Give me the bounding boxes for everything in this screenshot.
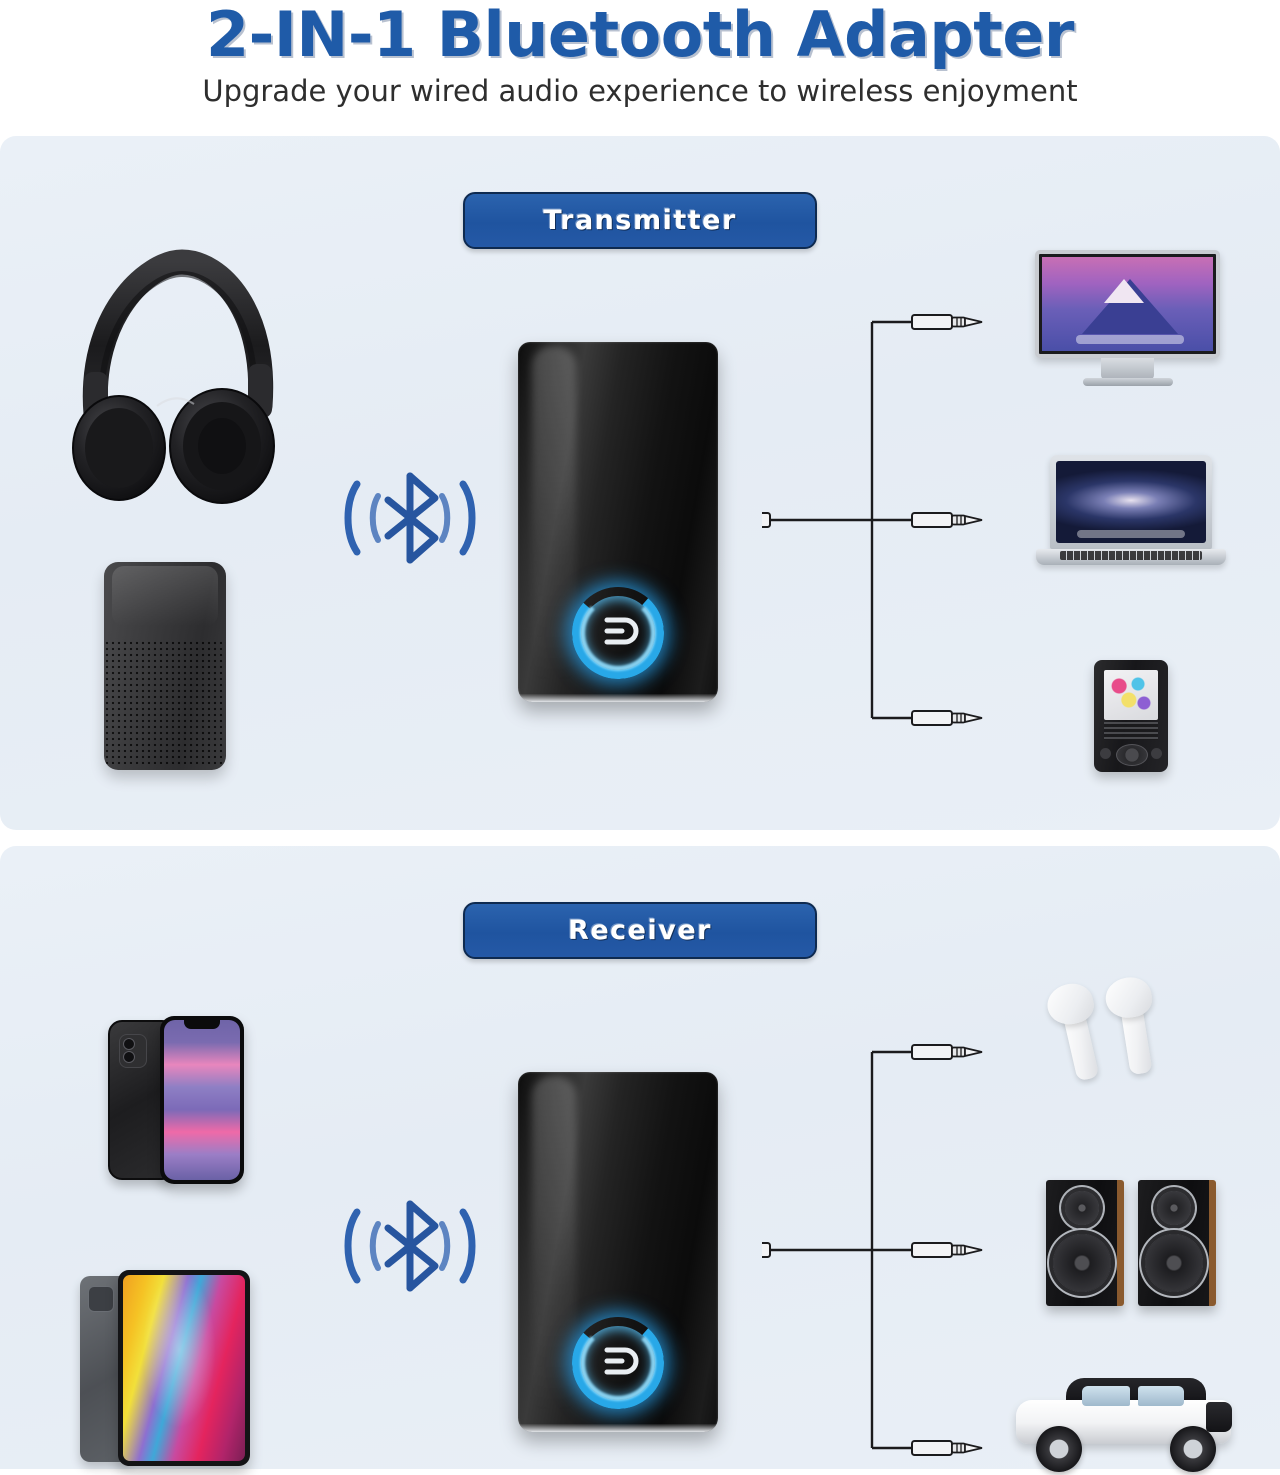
monitor-wallpaper: [1042, 257, 1213, 351]
car-rear-wheel: [1170, 1426, 1216, 1472]
power-ring-inner: [580, 595, 656, 671]
laptop-dock: [1077, 530, 1185, 538]
bluetooth-adapter-device: [518, 342, 718, 702]
page-subtitle: Upgrade your wired audio experience to w…: [202, 74, 1078, 108]
aux-cable-3.5mm: [699, 300, 1002, 740]
wallpaper-snowcap: [1104, 279, 1144, 303]
monitor-dock: [1076, 335, 1184, 344]
airpod-right: [1102, 974, 1155, 1076]
header: 2-IN-1 Bluetooth Adapter Upgrade your wi…: [0, 0, 1280, 132]
iphone-screen: [164, 1020, 240, 1180]
mp3-player-icon: [1094, 660, 1168, 772]
speaker-right: [1138, 1180, 1216, 1306]
receiver-badge: Receiver: [463, 902, 817, 959]
ipad-screen: [123, 1275, 245, 1461]
car-icon: [1010, 1374, 1242, 1472]
power-glyph-icon: [604, 1347, 639, 1375]
monitor-screen: [1035, 250, 1220, 358]
laptop-icon: [1036, 455, 1226, 580]
device-gloss: [532, 346, 576, 685]
airpod-right-bud: [1102, 974, 1155, 1021]
ipad-front: [118, 1270, 250, 1466]
aux-cable-3.5mm: [699, 1030, 1002, 1475]
speaker-gloss: [112, 566, 218, 626]
speaker-woofer: [1052, 1234, 1111, 1292]
laptop-screen: [1056, 461, 1206, 543]
mp3-button-left: [1100, 748, 1111, 759]
transmitter-badge-label: Transmitter: [543, 205, 737, 236]
speaker-left: [1046, 1180, 1124, 1306]
audio-jack-icon: [699, 314, 983, 726]
airpod-left-bud: [1043, 979, 1098, 1029]
monitor-stand-neck: [1101, 358, 1154, 380]
receiver-section: Receiver: [0, 846, 1280, 1472]
ipad-icon: [80, 1270, 250, 1466]
power-ring-inner: [580, 1325, 656, 1401]
car-tail: [1206, 1402, 1232, 1432]
receiver-badge-label: Receiver: [568, 915, 712, 946]
mp3-screen: [1104, 670, 1158, 720]
iphone-notch: [184, 1020, 220, 1029]
car-front-window: [1082, 1386, 1130, 1406]
speakers-pair-icon: [1046, 1180, 1218, 1306]
speaker-icon: [104, 562, 226, 770]
headphones-icon: [62, 246, 292, 508]
transmitter-section: Transmitter: [0, 136, 1280, 830]
speaker-tweeter: [1064, 1191, 1099, 1225]
power-ring-icon: [568, 1313, 668, 1413]
bluetooth-adapter-device: [518, 1072, 718, 1432]
transmitter-badge: Transmitter: [463, 192, 817, 249]
mp3-track-info: [1104, 722, 1158, 740]
iphone-front: [160, 1016, 244, 1184]
power-ring-icon: [568, 583, 668, 683]
car-rear-window: [1138, 1386, 1184, 1406]
monitor-stand-foot: [1083, 378, 1173, 386]
laptop-keyboard: [1060, 551, 1202, 560]
speaker-tweeter: [1156, 1191, 1191, 1225]
airpod-left: [1043, 979, 1100, 1082]
iphone-camera-module: [119, 1034, 147, 1068]
speaker-grille: [104, 640, 226, 764]
bluetooth-waves-icon: [340, 468, 480, 568]
device-gloss: [532, 1076, 576, 1415]
iphone-icon: [108, 1016, 244, 1184]
speaker-woofer: [1144, 1234, 1203, 1292]
monitor-icon: [1035, 250, 1220, 390]
laptop-lid: [1050, 455, 1212, 549]
mp3-button-right: [1151, 748, 1162, 759]
bluetooth-waves-icon: [340, 1196, 480, 1296]
car-front-wheel: [1036, 1426, 1082, 1472]
page-title: 2-IN-1 Bluetooth Adapter: [205, 0, 1075, 71]
power-glyph-icon: [604, 617, 639, 645]
airpods-icon: [1043, 968, 1207, 1098]
ipad-camera-module: [88, 1286, 114, 1312]
mp3-navigation-pad: [1116, 744, 1148, 766]
